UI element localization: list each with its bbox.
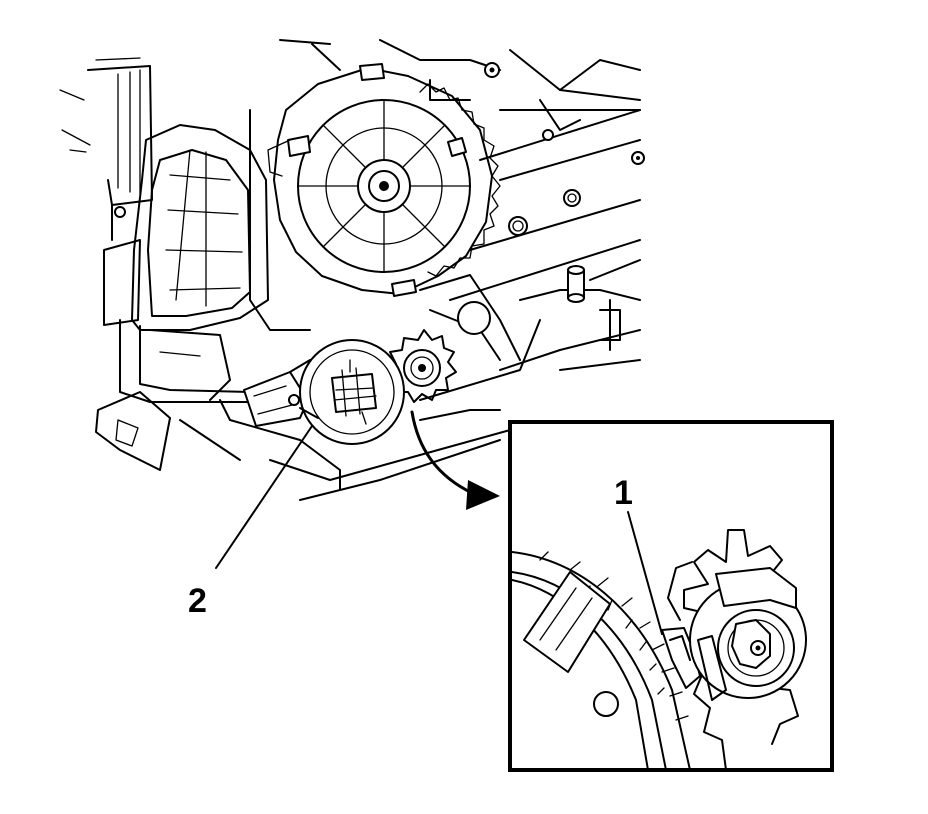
- leader-line-2: [215, 425, 313, 569]
- mode-door-sector-gear: [267, 63, 501, 297]
- leader-line-1: [627, 511, 663, 635]
- detail-arrow: [410, 410, 500, 510]
- blower-duct: [119, 124, 269, 403]
- callout-1: 1: [614, 474, 633, 512]
- mounting-holes: [114, 62, 645, 335]
- mode-actuator: [243, 339, 405, 445]
- housing-frame: [59, 39, 641, 501]
- callout-2: 2: [188, 582, 207, 620]
- detail-inset: 1: [508, 420, 834, 772]
